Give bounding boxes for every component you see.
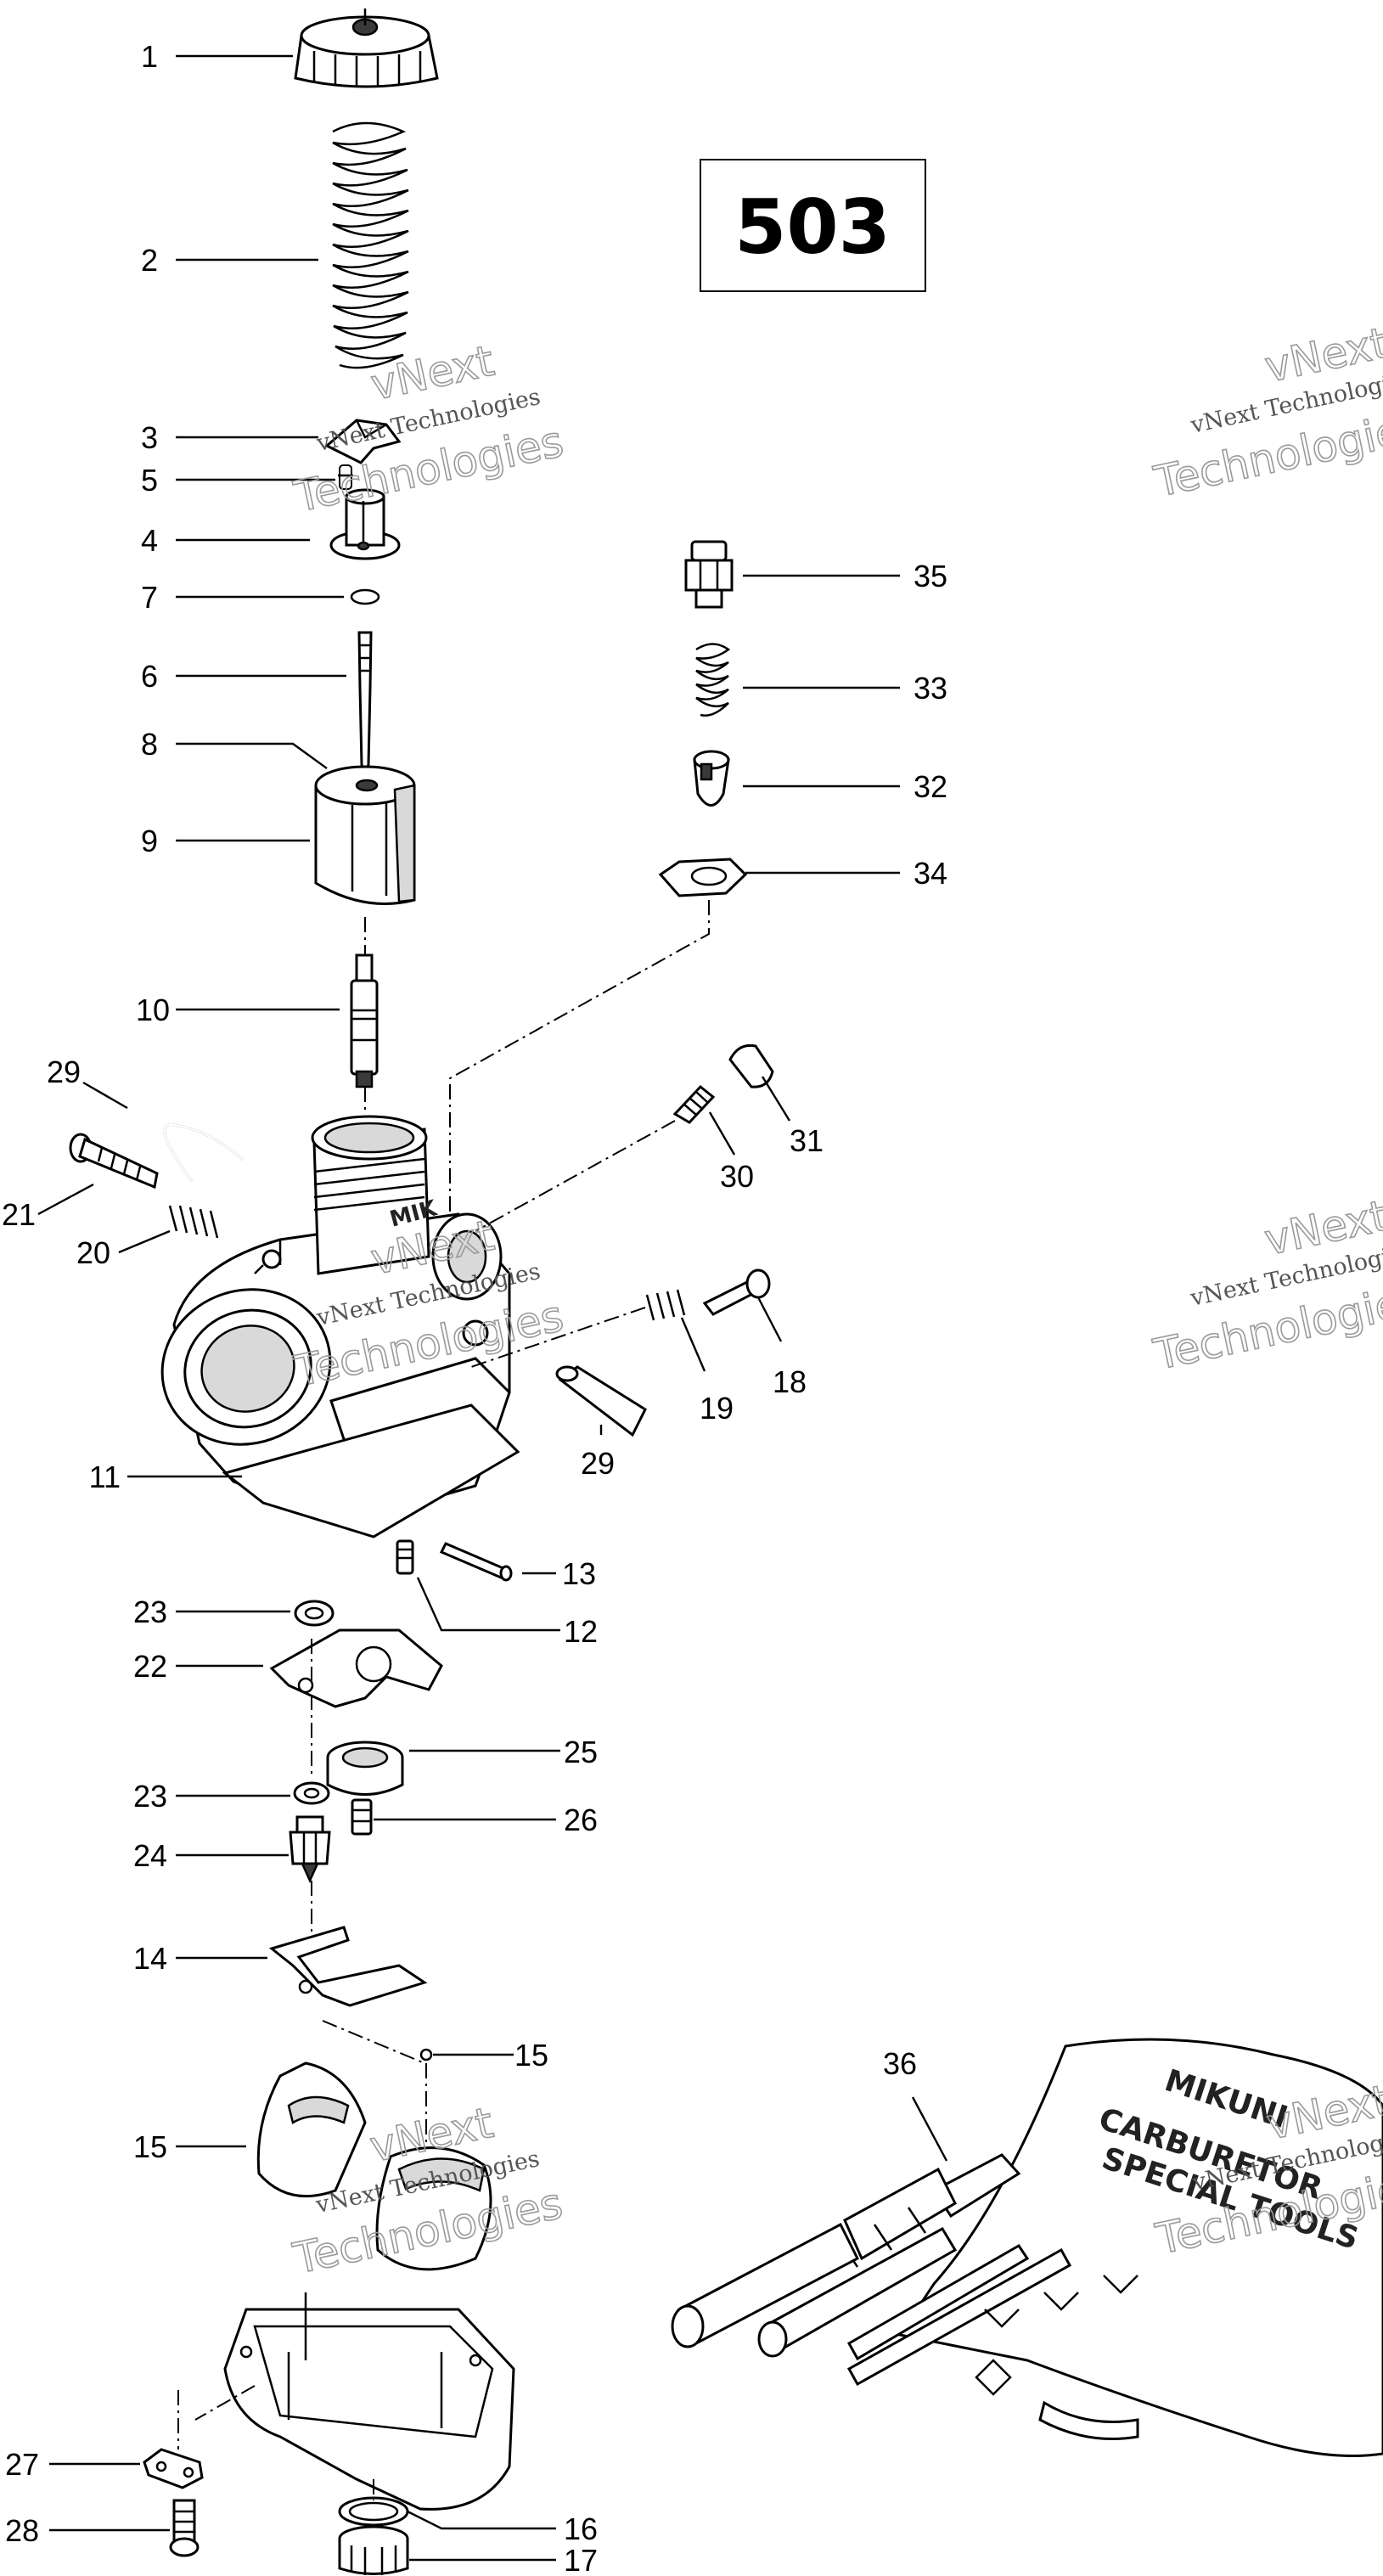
part-32-plunger: [693, 750, 730, 807]
callout-2: 2: [141, 243, 158, 278]
callout-5: 5: [141, 463, 158, 498]
callout-10: 10: [136, 993, 170, 1027]
part-30-screw: [672, 1084, 716, 1124]
part-27-plate: [143, 2448, 204, 2489]
callout-30: 30: [720, 1159, 754, 1194]
part-31-cap: [728, 1043, 774, 1088]
callout-16: 16: [564, 2511, 598, 2546]
diagram-number: 503: [734, 183, 891, 271]
part-11-carburetor-body: MIK: [160, 1115, 520, 1538]
watermark-2: vNext vNext Technologies Technologies: [1149, 318, 1383, 508]
part-20-spring: [168, 1205, 219, 1239]
part-15-float-right: [375, 2146, 492, 2271]
part-3-plate: [324, 419, 402, 464]
callout-11: 11: [89, 1460, 121, 1494]
part-33-spring: [695, 643, 731, 717]
callout-22: 22: [133, 1649, 167, 1684]
part-21-screw: [69, 1133, 159, 1190]
callout-13: 13: [562, 1556, 596, 1591]
callout-19: 19: [700, 1391, 734, 1426]
part-28-screw: [169, 2499, 200, 2557]
callout-3: 3: [141, 420, 158, 455]
callout-29-lower: 29: [581, 1446, 615, 1481]
callout-24: 24: [133, 1838, 167, 1873]
callout-6: 6: [141, 659, 158, 694]
part-2-spring: [332, 121, 409, 369]
callout-8: 8: [141, 727, 158, 762]
watermark-1: vNext vNext Technologies Technologies: [289, 335, 568, 522]
part-14-float-arm: [268, 1926, 428, 2007]
callout-17: 17: [564, 2543, 598, 2576]
callout-31: 31: [790, 1123, 824, 1158]
part-23-washer-lower: [293, 1781, 330, 1805]
part-25-float-ring: [326, 1741, 404, 1796]
callout-20: 20: [76, 1235, 110, 1270]
callout-7: 7: [141, 580, 158, 615]
part-36-special-tools-kit: MIKUNI CARBURETOR SPECIAL TOOLS: [671, 2038, 1383, 2457]
part-10-plunger: [350, 953, 379, 1088]
part-15-float-left: [256, 2061, 367, 2198]
part-18-pilot-screw: [702, 1268, 771, 1316]
part-4-needle-holder: [329, 488, 401, 560]
diagram-number-box: 503: [700, 159, 926, 292]
callout-27: 27: [5, 2447, 39, 2482]
callout-25: 25: [564, 1735, 598, 1769]
part-12-pilot-jet: [396, 1539, 414, 1575]
watermark-4: vNext vNext Technologies Technologies: [1149, 1190, 1383, 1381]
callout-18: 18: [773, 1364, 807, 1399]
part-19-spring: [645, 1289, 686, 1321]
callout-9: 9: [141, 824, 158, 858]
callout-1: 1: [141, 39, 158, 74]
part-34-plate: [658, 858, 748, 897]
callout-23-lower: 23: [133, 1779, 167, 1814]
part-29-vent-tube-upper: [163, 1123, 244, 1182]
callout-32: 32: [914, 769, 947, 804]
part-22-baffle-plate: [269, 1628, 443, 1708]
leader-lines: [37, 54, 948, 2562]
part-24-needle-valve: [289, 1815, 331, 1884]
part-26-jet: [351, 1798, 373, 1836]
part-15-pin-small: [419, 2048, 433, 2061]
callout-35: 35: [914, 559, 947, 593]
part-35-adjuster: [684, 540, 734, 609]
callout-14: 14: [133, 1941, 167, 1976]
callout-15-right: 15: [514, 2038, 548, 2073]
part-5-clip: [338, 464, 353, 490]
callout-36: 36: [883, 2046, 917, 2081]
part-16-o-ring: [338, 2496, 409, 2527]
part-13-pin: [439, 1542, 513, 1582]
callout-34: 34: [914, 856, 947, 891]
callout-23-upper: 23: [133, 1595, 167, 1629]
part-17-drain-plug: [338, 2525, 409, 2575]
part-9-throttle-valve: [314, 765, 416, 905]
callout-labels: 1 2 3 5 4 7 6 8 9 10 29 21 20 11 23 22 2…: [2, 39, 947, 2576]
callout-12: 12: [564, 1614, 598, 1649]
part-float-bowl: [223, 2292, 515, 2511]
part-23-washer-upper: [294, 1600, 335, 1627]
callout-15-left: 15: [133, 2129, 167, 2164]
callout-33: 33: [914, 671, 947, 706]
alignment-lines: [177, 900, 710, 2500]
part-1-cap: [294, 8, 439, 88]
part-29-vent-tube-lower: [555, 1365, 647, 1437]
callout-21: 21: [2, 1197, 36, 1232]
callout-4: 4: [141, 523, 158, 558]
part-7-e-clip: [350, 588, 380, 605]
callout-29-upper: 29: [47, 1055, 81, 1089]
callout-26: 26: [564, 1803, 598, 1837]
callout-28: 28: [5, 2513, 39, 2548]
